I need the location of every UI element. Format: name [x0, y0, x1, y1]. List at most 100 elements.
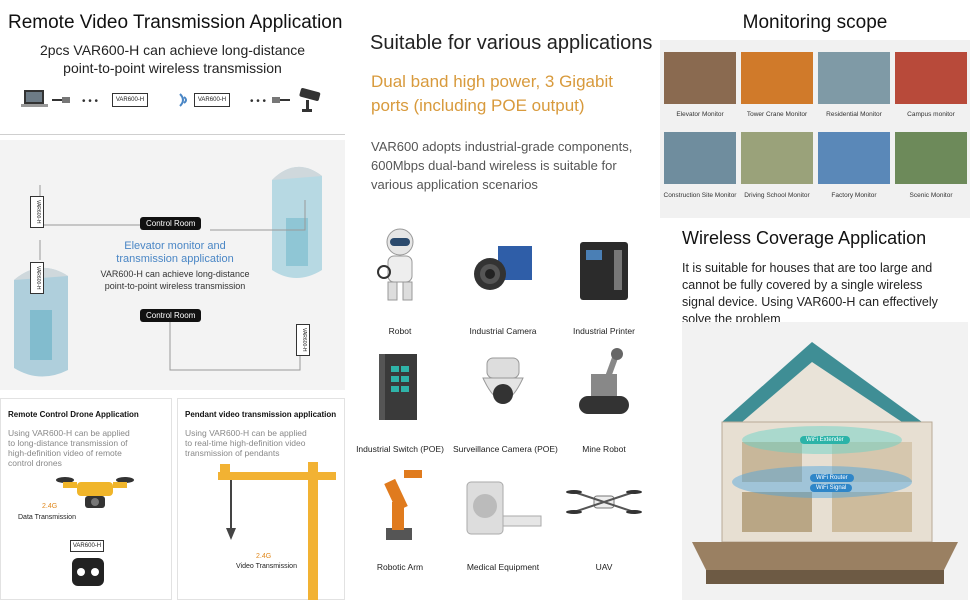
monitor-thumb-driving-school	[741, 132, 813, 184]
monitoring-title: Monitoring scope	[742, 12, 888, 33]
monitor-label-scenic: Scenic Monitor	[909, 192, 953, 199]
var600-vertical-device-1: VAR600-H	[30, 196, 44, 228]
applications-title: Suitable for various applications	[370, 32, 653, 54]
pendant-card-title: Pendant video transmission application	[185, 410, 337, 419]
medical-equipment-icon	[466, 481, 542, 535]
monitor-thumb-tower-crane	[741, 52, 813, 104]
monitor-label-factory: Factory Monitor	[831, 192, 877, 199]
monitor-thumb-factory	[818, 132, 890, 184]
wifi-signal-pill: WiFi Signal	[810, 484, 853, 492]
coverage-line1: It is suitable for houses that are too l…	[682, 261, 933, 275]
remote-controller-icon	[72, 558, 104, 586]
var600-vertical-device-2: VAR600-H	[30, 262, 44, 294]
app-industrial-camera: Industrial Camera	[453, 226, 553, 336]
industrial-camera-icon	[474, 246, 532, 290]
app-uav: UAV	[554, 462, 654, 572]
control-room-badge-1: Control Room	[140, 217, 202, 230]
elevator-blue-title-line1: Elevator monitor and	[124, 240, 226, 252]
mine-robot-icon	[579, 348, 629, 414]
drone-card-line4: control drones	[8, 458, 62, 468]
remote-video-title: Remote Video Transmission Application	[8, 12, 343, 33]
drone-card-line3: high-definition video of remote	[8, 448, 122, 458]
drone-card-title: Remote Control Drone Application	[8, 410, 139, 419]
cctv-camera-icon	[299, 87, 321, 112]
monitor-label-construction-site: Construction Site Monitor	[663, 192, 737, 199]
tower-crane-icon	[218, 462, 336, 600]
app-label-robotic-arm: Robotic Arm	[376, 562, 424, 572]
app-label-uav: UAV	[595, 562, 613, 572]
elevator-desc-line1: VAR600-H can achieve long-distance	[100, 269, 250, 279]
monitor-thumb-campus	[895, 52, 967, 104]
surveillance-camera-icon	[482, 357, 524, 404]
coverage-line3: signal device. Using VAR600-H can effect…	[682, 295, 938, 309]
elevator-diagram	[14, 166, 322, 377]
app-label-medical-equipment: Medical Equipment	[466, 562, 540, 572]
app-label-industrial-printer: Industrial Printer	[573, 326, 635, 336]
drone-tag-label: Data Transmission	[18, 514, 76, 521]
monitor-label-elevator: Elevator Monitor	[676, 111, 724, 118]
industrial-switch-icon	[379, 354, 417, 420]
monitor-label-driving-school: Driving School Monitor	[744, 192, 810, 199]
dots-separator-2: • • •	[250, 96, 267, 107]
pendant-tag-label: Video Transmission	[236, 563, 297, 570]
monitor-label-tower-crane: Tower Crane Monitor	[746, 111, 808, 118]
monitor-label-campus: Campus monitor	[907, 111, 955, 118]
monitor-thumb-construction-site	[664, 132, 736, 184]
remote-video-subtitle-line2: point-to-point wireless transmission	[63, 60, 282, 76]
cable-connector-icon-2	[272, 97, 290, 103]
monitoring-panel: Monitoring scope Elevator Monitor Tower …	[660, 0, 970, 600]
wifi-extender-pill: WiFi Extender	[800, 436, 850, 444]
industrial-printer-icon	[580, 242, 628, 300]
app-label-mine-robot: Mine Robot	[582, 444, 626, 454]
var600-vertical-device-3: VAR600-H	[296, 324, 310, 356]
applications-desc-line3: various application scenarios	[371, 177, 538, 192]
var600-device-left: VAR600-H	[112, 93, 148, 107]
divider	[0, 134, 345, 135]
drone-freq-label: 2.4G	[42, 503, 58, 510]
elevator-blue-title-line2: transmission application	[116, 253, 234, 265]
app-label-industrial-camera: Industrial Camera	[469, 326, 537, 336]
coverage-line2: cannot be fully covered by a single wire…	[682, 278, 923, 292]
app-label-industrial-switch: Industrial Switch (POE)	[356, 444, 444, 454]
highlight-line1: Dual band high power, 3 Gigabit	[371, 72, 613, 91]
coverage-title: Wireless Coverage Application	[682, 228, 927, 248]
cable-connector-icon	[52, 97, 70, 103]
app-robotic-arm: Robotic Arm	[350, 462, 450, 572]
app-industrial-switch: Industrial Switch (POE)	[350, 344, 450, 454]
laptop-icon	[21, 90, 48, 107]
pendant-card-line3: transmission of pendants	[185, 448, 280, 458]
control-room-badge-2: Control Room	[140, 309, 202, 322]
elevator-desc-line2: point-to-point wireless transmission	[104, 281, 246, 291]
app-mine-robot: Mine Robot	[554, 344, 654, 454]
remote-video-panel: Remote Video Transmission Application 2p…	[0, 0, 345, 600]
robotic-arm-icon	[384, 470, 422, 540]
monitor-thumb-residential	[818, 52, 890, 104]
uav-icon	[566, 490, 642, 514]
drone-card-line2: to long-distance transmission of	[8, 438, 128, 448]
pendant-card-line2: to real-time high-definition video	[185, 438, 306, 448]
applications-desc-line2: 600Mbps dual-band wireless is suitable f…	[371, 158, 617, 173]
pendant-card-line1: Using VAR600-H can be applied	[185, 428, 307, 438]
drone-icon	[56, 477, 134, 508]
app-medical-equipment: Medical Equipment	[453, 462, 553, 572]
highlight-line2: ports (including POE output)	[371, 96, 585, 115]
wifi-router-pill: WiFi Router	[810, 474, 854, 482]
applications-panel: Suitable for various applications Dual b…	[350, 0, 660, 600]
var600-device-right: VAR600-H	[194, 93, 230, 107]
app-industrial-printer: Industrial Printer	[554, 226, 654, 336]
monitor-label-residential: Residential Monitor	[826, 111, 882, 118]
drone-device-label: VAR600-H	[70, 540, 104, 552]
app-label-surveillance-camera: Surveillance Camera (POE)	[453, 444, 558, 454]
app-robot: Robot	[350, 226, 450, 336]
monitor-thumb-elevator	[664, 52, 736, 104]
house-illustration	[682, 322, 968, 600]
pendant-freq-label: 2.4G	[256, 553, 272, 560]
wifi-signal-icon	[179, 93, 187, 107]
remote-video-subtitle-line1: 2pcs VAR600-H can achieve long-distance	[39, 42, 306, 58]
app-label-robot: Robot	[388, 326, 412, 336]
robot-icon	[377, 228, 414, 301]
applications-desc-line1: VAR600 adopts industrial-grade component…	[371, 139, 633, 154]
drone-card-line1: Using VAR600-H can be applied	[8, 428, 130, 438]
dots-separator: • • •	[82, 96, 99, 107]
monitor-thumb-scenic	[895, 132, 967, 184]
